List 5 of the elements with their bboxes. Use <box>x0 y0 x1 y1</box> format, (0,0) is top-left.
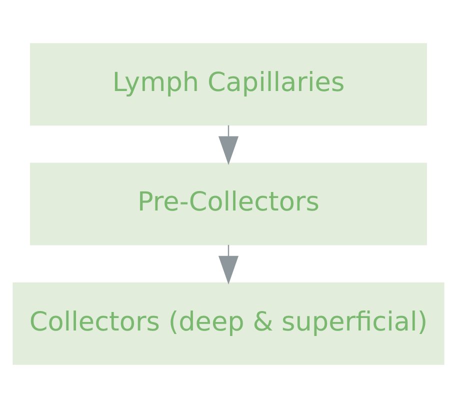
node-box: Pre-Collectors <box>30 162 427 246</box>
arrow <box>218 125 239 165</box>
node-box: Lymph Capillaries <box>30 43 427 126</box>
arrow <box>218 244 239 285</box>
node-box: Collectors (deep & superficial) <box>12 282 444 365</box>
